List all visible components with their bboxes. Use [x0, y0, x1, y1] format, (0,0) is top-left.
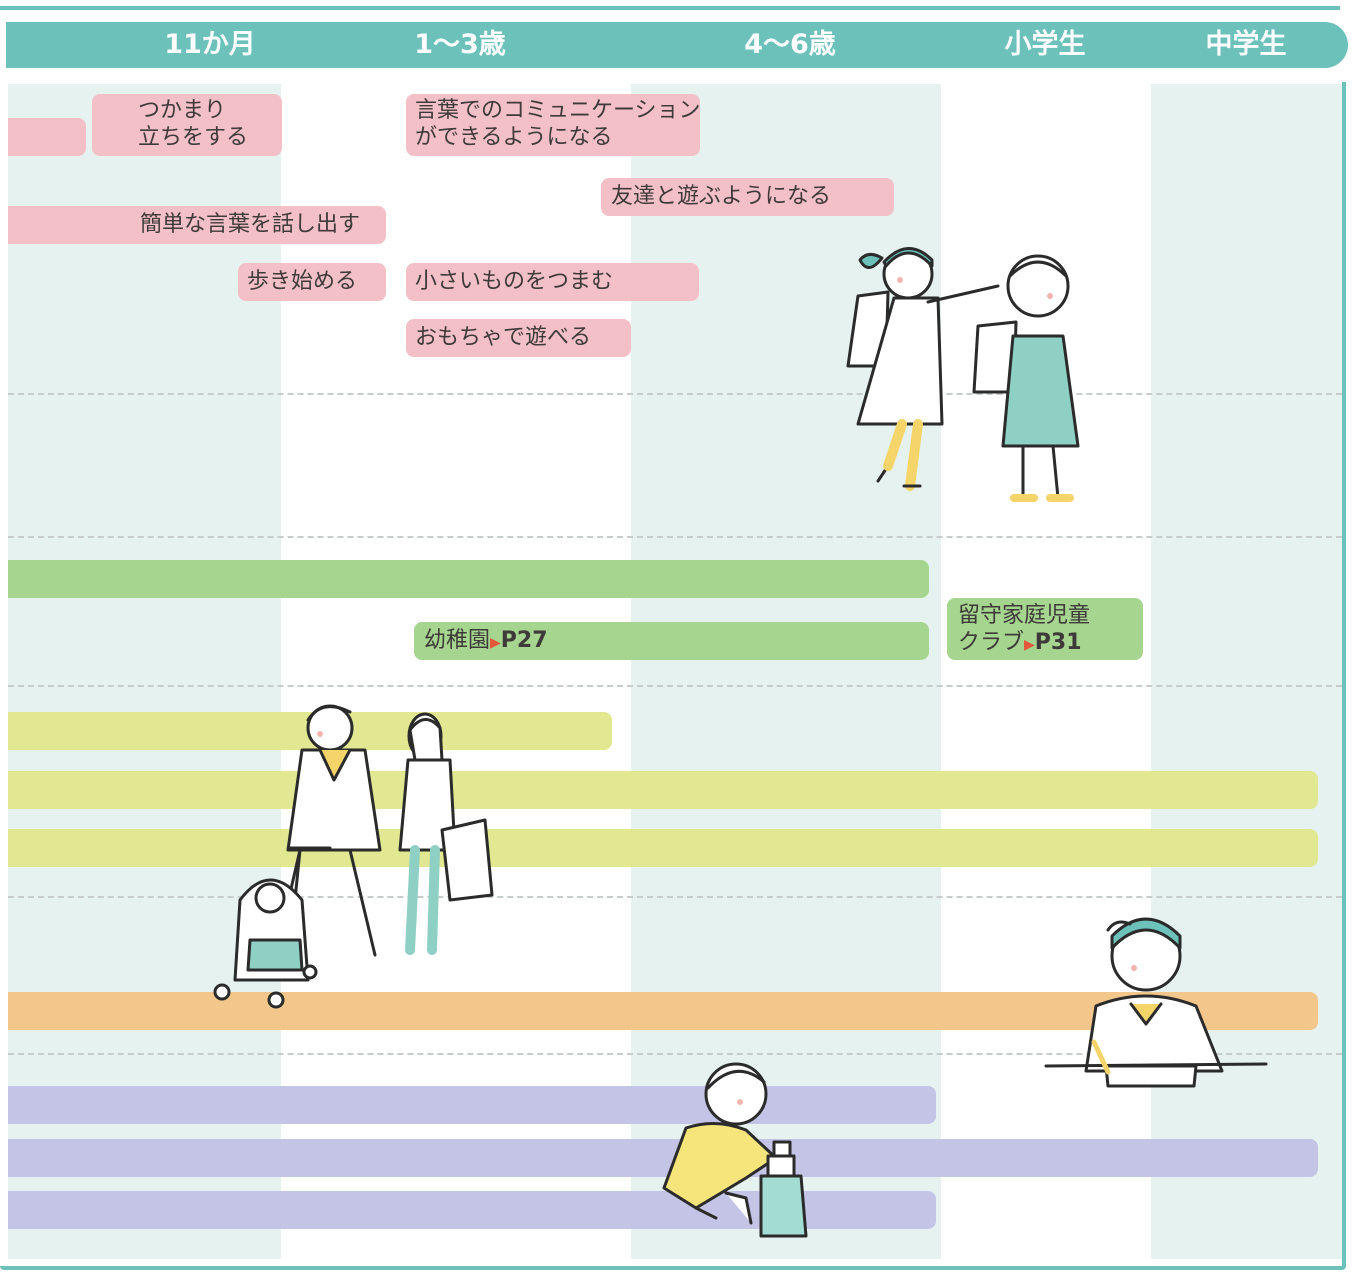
milestone-toys-text: おもちゃで遊べる — [415, 325, 592, 350]
milestone-walk-text: 歩き始める — [247, 269, 358, 294]
section-divider — [8, 1053, 1342, 1055]
milestone-bar — [8, 118, 86, 156]
child-blocks-illustration — [662, 1062, 808, 1238]
milestone-communication-line2: ができるようになる — [415, 125, 613, 150]
support-bar — [8, 771, 1318, 809]
section-divider — [8, 536, 1342, 538]
milestone-bar-toys — [406, 319, 631, 357]
afterschool-club-line1: 留守家庭児童 — [958, 603, 1091, 628]
section-divider — [8, 896, 1342, 898]
milestone-bar-communication — [406, 94, 700, 156]
age-header — [6, 22, 1348, 68]
top-border — [0, 6, 1340, 10]
schoolchildren-illustration — [846, 247, 1080, 502]
age-elementary: 小学生 — [1004, 29, 1086, 60]
childcare-bar — [8, 560, 929, 598]
milestone-bar-stand — [92, 94, 282, 156]
afterschool-club-line2: クラブ▶P31 — [958, 629, 1090, 659]
age-11-months: 11か月 — [164, 29, 256, 60]
milestone-pinch-text: 小さいものをつまむ — [415, 269, 614, 294]
afterschool-club-label: クラブ — [958, 630, 1025, 655]
afterschool-club-text: 留守家庭児童 クラブ▶P31 — [958, 602, 1090, 659]
age-4-6: 4〜6歳 — [744, 29, 836, 60]
bottom-border — [0, 1266, 1346, 1270]
page-arrow-icon: ▶ — [490, 635, 501, 651]
column-shade-infant — [8, 84, 281, 1259]
right-border — [1342, 82, 1346, 1267]
page-arrow-icon: ▶ — [1024, 637, 1035, 653]
milestone-stand-line1: つかまり — [138, 98, 227, 123]
kindergarten-page-link[interactable]: P27 — [500, 628, 548, 653]
milestone-bar-words — [8, 206, 386, 244]
health-bar — [8, 1139, 1318, 1177]
milestone-friends-text: 友達と遊ぶようになる — [611, 184, 832, 209]
milestone-bar-friends — [601, 178, 894, 216]
milestone-bar-pinch — [406, 263, 699, 301]
milestone-communication-line1: 言葉でのコミュニケーション — [415, 98, 701, 123]
kindergarten-text: 幼稚園▶P27 — [424, 627, 548, 657]
milestone-stand-line2: 立ちをする — [138, 125, 249, 150]
health-bar — [8, 1086, 936, 1124]
afterschool-page-link[interactable]: P31 — [1034, 630, 1082, 655]
family-stroller-illustration — [213, 704, 494, 1009]
afterschool-club-bar — [947, 598, 1143, 660]
section-divider — [8, 393, 1342, 395]
section-divider — [8, 685, 1342, 687]
age-1-3: 1〜3歳 — [414, 29, 506, 60]
kindergarten-label: 幼稚園 — [424, 628, 491, 653]
age-junior-high: 中学生 — [1205, 29, 1287, 60]
student-studying-illustration — [1044, 917, 1268, 1088]
milestone-bar-walk — [238, 263, 386, 301]
support-bar — [8, 829, 1318, 867]
milestone-words-text: 簡単な言葉を話し出す — [140, 212, 361, 237]
milestone-stand-text: つかまり 立ちをする — [138, 97, 248, 151]
kindergarten-bar — [414, 622, 929, 660]
milestone-communication-text: 言葉でのコミュニケーション ができるようになる — [415, 97, 701, 151]
